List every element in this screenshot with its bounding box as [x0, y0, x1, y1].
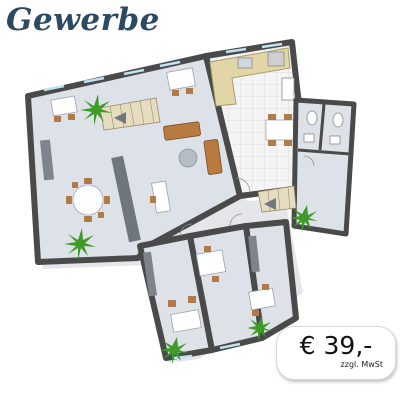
cabinet-row: [248, 235, 260, 273]
staircase-icon: [99, 97, 161, 131]
desk-icon: [248, 284, 276, 316]
toilet-icon: [332, 112, 344, 128]
page-title: Gewerbe: [6, 2, 160, 38]
plant-icon: [290, 205, 318, 232]
desk-icon: [168, 296, 202, 333]
cabinet-row: [111, 155, 141, 243]
wc-sink-icon: [329, 135, 341, 145]
price-badge: € 39,- zzgl. MwSt: [276, 326, 396, 380]
plant-icon: [160, 337, 188, 364]
plant-icon: [80, 94, 112, 126]
desk-icon: [166, 67, 196, 96]
desk-icon: [150, 180, 171, 214]
cabinet-row: [39, 139, 55, 181]
wc-room: [291, 97, 357, 237]
sofa-icon: [203, 139, 223, 175]
plant-icon: [247, 316, 272, 341]
cabinet-row: [142, 251, 158, 297]
price-value: € 39,-: [299, 331, 373, 360]
price-tax-note: zzgl. MwSt: [340, 360, 383, 369]
sink-icon: [237, 57, 253, 69]
windows: [43, 42, 283, 360]
wc-sink-icon: [303, 133, 315, 143]
desk-icon: [195, 246, 227, 282]
stove-icon: [267, 51, 285, 67]
coffee-table-icon: [178, 148, 198, 168]
doors: [179, 155, 315, 237]
toilet-icon: [306, 110, 318, 126]
desk-icon: [50, 95, 78, 122]
staircase-icon: [257, 185, 297, 213]
round-table-icon: [66, 178, 110, 222]
fridge-icon: [281, 77, 295, 101]
sofa-icon: [163, 121, 201, 141]
plant-icon: [64, 228, 96, 260]
kitchen-table: [265, 114, 297, 146]
